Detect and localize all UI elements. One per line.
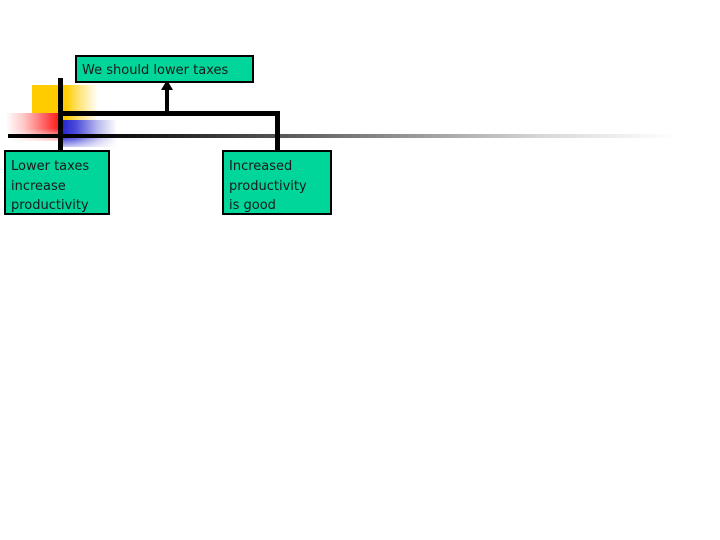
premise-box-lower-taxes-increase-productivity[interactable]: Lower taxes increase productivity (4, 150, 110, 215)
arrow-shaft (165, 88, 169, 114)
arrow-head-icon (161, 80, 173, 90)
yellow-gradient-artifact (66, 85, 98, 123)
conclusion-box[interactable]: We should lower taxes (75, 55, 254, 83)
premise-box-increased-productivity-is-good[interactable]: Increased productivity is good (222, 150, 332, 215)
baseline-gradient-rule (8, 134, 676, 138)
connector-left-vertical-line (58, 78, 63, 152)
connector-right-vertical-line (275, 111, 280, 152)
connector-horizontal-line (60, 111, 280, 116)
